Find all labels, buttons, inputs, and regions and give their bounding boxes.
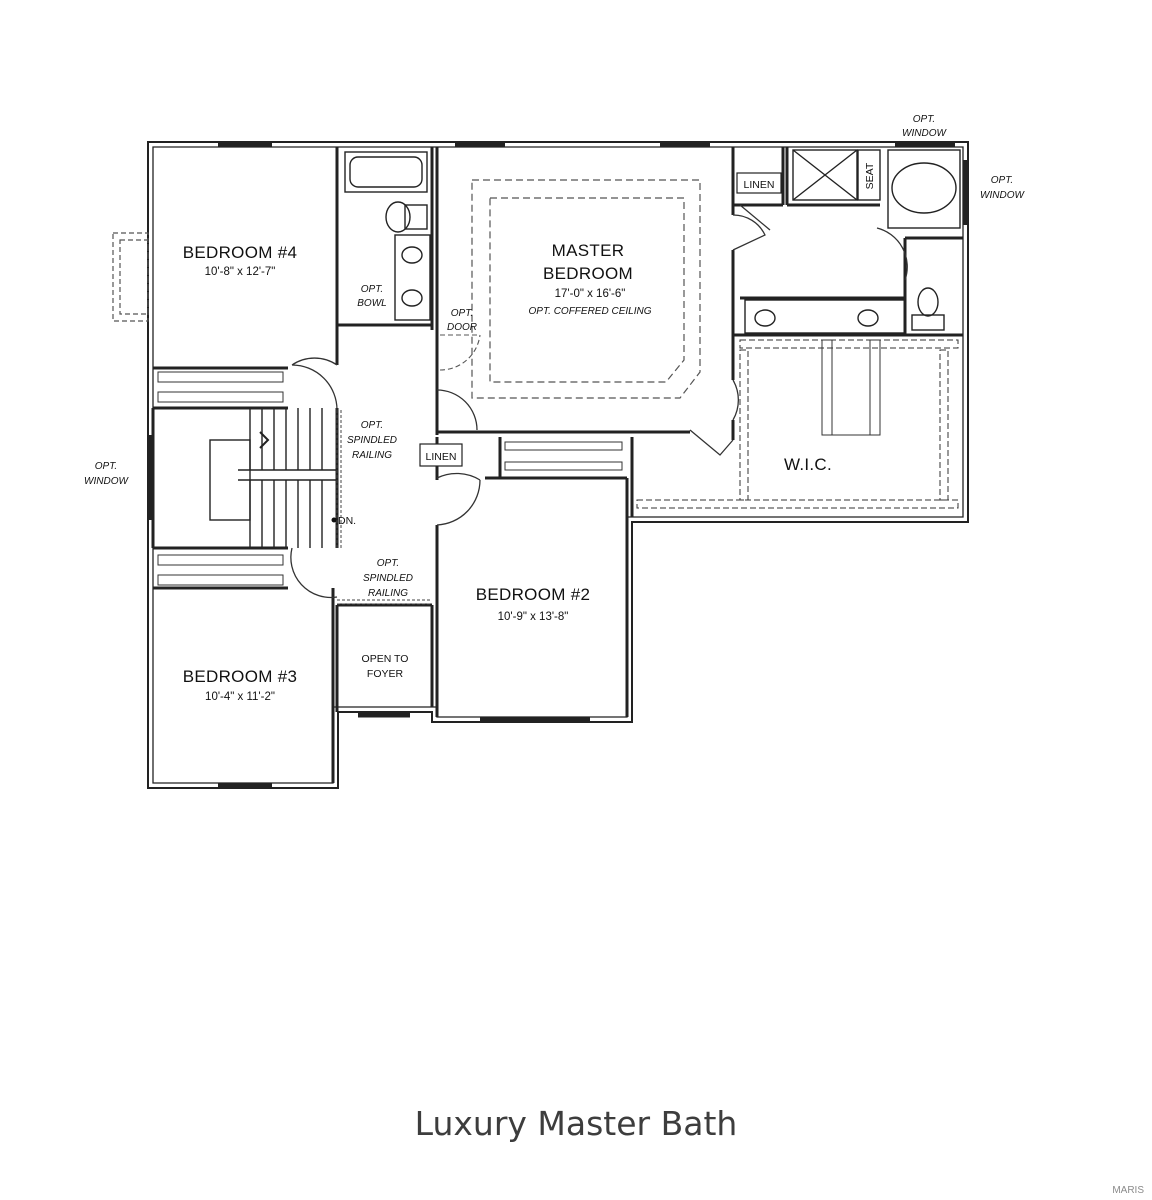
spindled-top-line1: OPT. xyxy=(361,420,383,431)
master-ceiling-note: OPT. COFFERED CEILING xyxy=(529,306,652,317)
open-foyer-line2: FOYER xyxy=(367,668,404,680)
opt-window-left-line1: OPT. xyxy=(95,461,117,472)
door-swings xyxy=(290,204,908,599)
opt-window-right-line1: OPT. xyxy=(991,175,1013,186)
opt-door-line2: DOOR xyxy=(447,322,477,333)
bedroom2-name: BEDROOM #2 xyxy=(476,585,590,604)
opt-window-right-line2: WINDOW xyxy=(980,190,1025,201)
room-labels: BEDROOM #4 10'-8" x 12'-7" MASTER BEDROO… xyxy=(183,241,832,703)
seat-label: SEAT xyxy=(864,162,876,189)
linen-master-label: LINEN xyxy=(744,179,775,191)
opt-window-left-line2: WINDOW xyxy=(84,476,129,487)
hall-bath-fixtures xyxy=(344,151,431,321)
opt-door-line1: OPT. xyxy=(451,308,473,319)
caption: Luxury Master Bath xyxy=(414,1104,738,1143)
opt-bowl-line1: OPT. xyxy=(361,284,383,295)
coffered-ceiling xyxy=(471,179,701,399)
bedroom3-dims: 10'-4" x 11'-2" xyxy=(205,691,275,703)
linen-hall-label: LINEN xyxy=(426,451,457,463)
opt-door-swing xyxy=(439,334,481,371)
spindled-bottom-line1: OPT. xyxy=(377,558,399,569)
opt-window-top-line1: OPT. xyxy=(913,114,935,125)
staircase xyxy=(209,408,337,548)
master-dims: 17'-0" x 16'-6" xyxy=(555,288,626,300)
master-name-line1: MASTER xyxy=(552,241,625,260)
spindled-bottom-line2: SPINDLED xyxy=(363,573,413,584)
wic-name: W.I.C. xyxy=(784,455,832,474)
spindled-top-line3: RAILING xyxy=(352,450,392,461)
annotation-labels: LINEN LINEN SEAT OPT. BOWL OPT. DOOR OPT… xyxy=(84,114,1025,599)
bedroom4-dims: 10'-8" x 12'-7" xyxy=(205,266,276,278)
spindled-bottom-line3: RAILING xyxy=(368,588,408,599)
master-bath-fixtures xyxy=(744,149,961,334)
bay-window xyxy=(112,232,149,322)
spindled-railings xyxy=(336,410,432,605)
bedroom3-name: BEDROOM #3 xyxy=(183,667,297,686)
open-foyer-line1: OPEN TO xyxy=(362,653,409,665)
opt-bowl-line2: BOWL xyxy=(357,298,386,309)
master-name-line2: BEDROOM xyxy=(543,264,633,283)
interior-walls xyxy=(151,147,963,783)
opt-window-top-line2: WINDOW xyxy=(902,128,947,139)
windows xyxy=(147,142,969,789)
stair-down-label: DN. xyxy=(338,515,356,527)
bedroom4-name: BEDROOM #4 xyxy=(183,243,297,262)
bedroom2-dims: 10'-9" x 13'-8" xyxy=(498,611,569,623)
spindled-top-line2: SPINDLED xyxy=(347,435,397,446)
closet-shelves xyxy=(157,339,959,586)
watermark: MARIS xyxy=(1112,1185,1144,1196)
